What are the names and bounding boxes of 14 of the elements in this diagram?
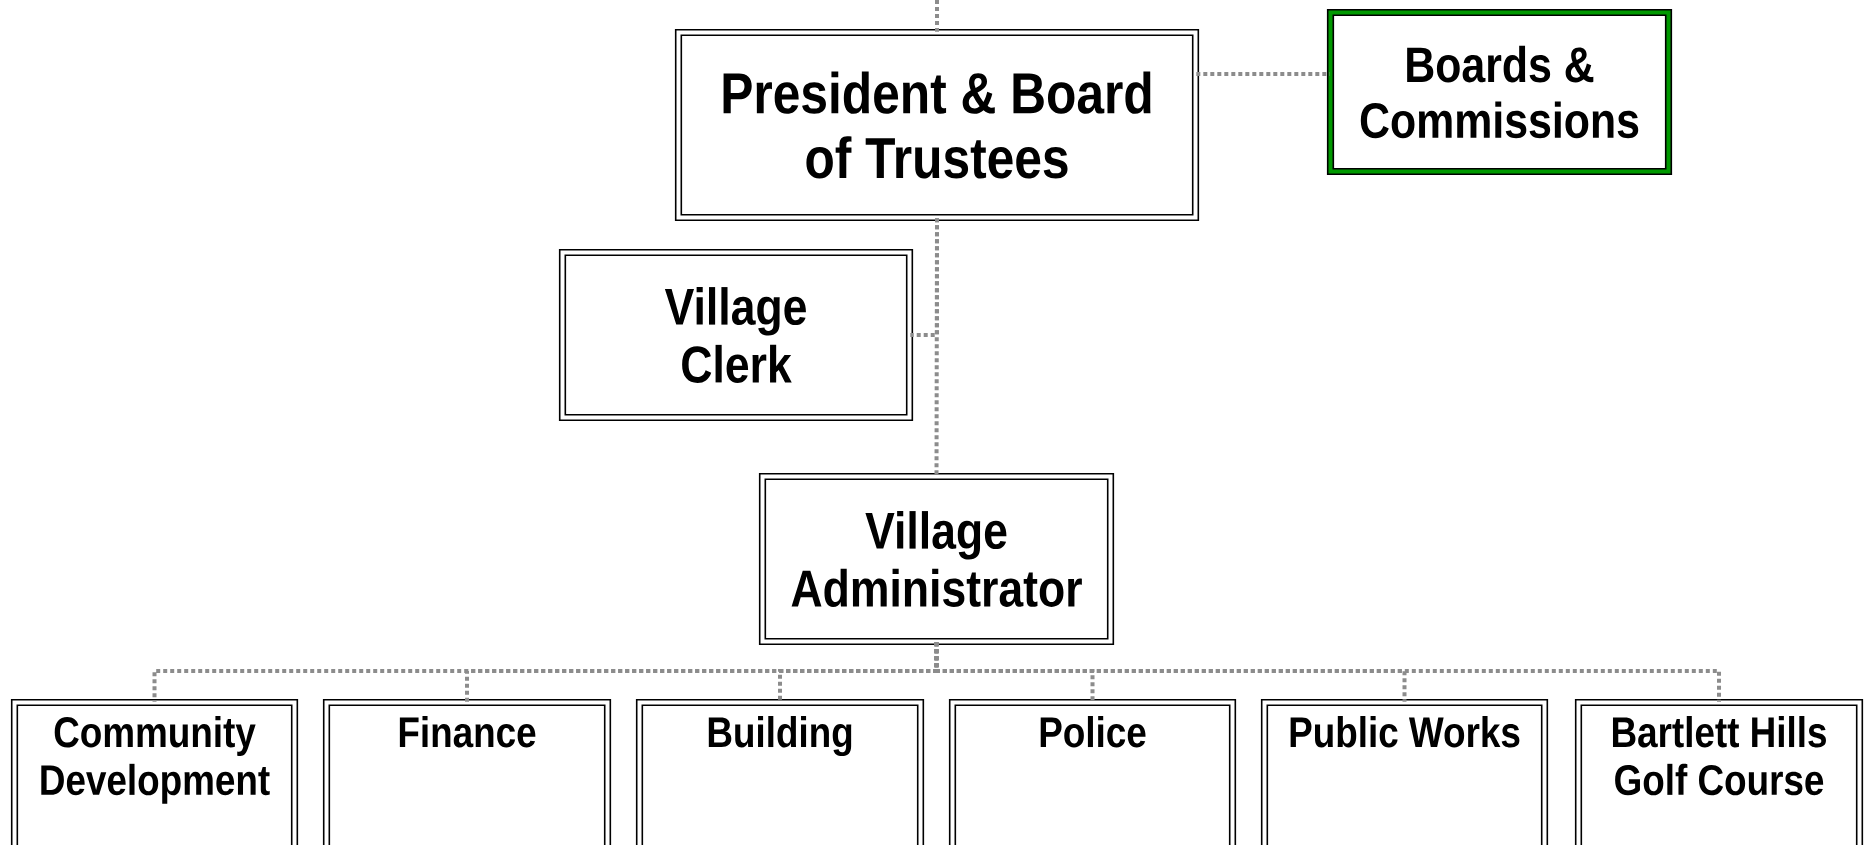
org-box: President & Board of Trustees bbox=[674, 28, 1200, 222]
org-box: Public Works bbox=[1260, 698, 1549, 845]
org-box: Community Development bbox=[10, 698, 299, 845]
org-box: Police bbox=[948, 698, 1237, 845]
connector-line bbox=[1196, 72, 1330, 76]
connector-line bbox=[935, 0, 939, 32]
connector-line bbox=[934, 642, 1721, 702]
org-box: Bartlett Hills Golf Course bbox=[1574, 698, 1864, 845]
connector-line bbox=[934, 218, 939, 476]
org-box: Village Administrator bbox=[758, 472, 1115, 646]
org-box: Finance bbox=[322, 698, 612, 845]
org-box: Boards & Commissions bbox=[1326, 8, 1673, 176]
org-box: Building bbox=[635, 698, 925, 845]
org-box: Village Clerk bbox=[558, 248, 914, 422]
